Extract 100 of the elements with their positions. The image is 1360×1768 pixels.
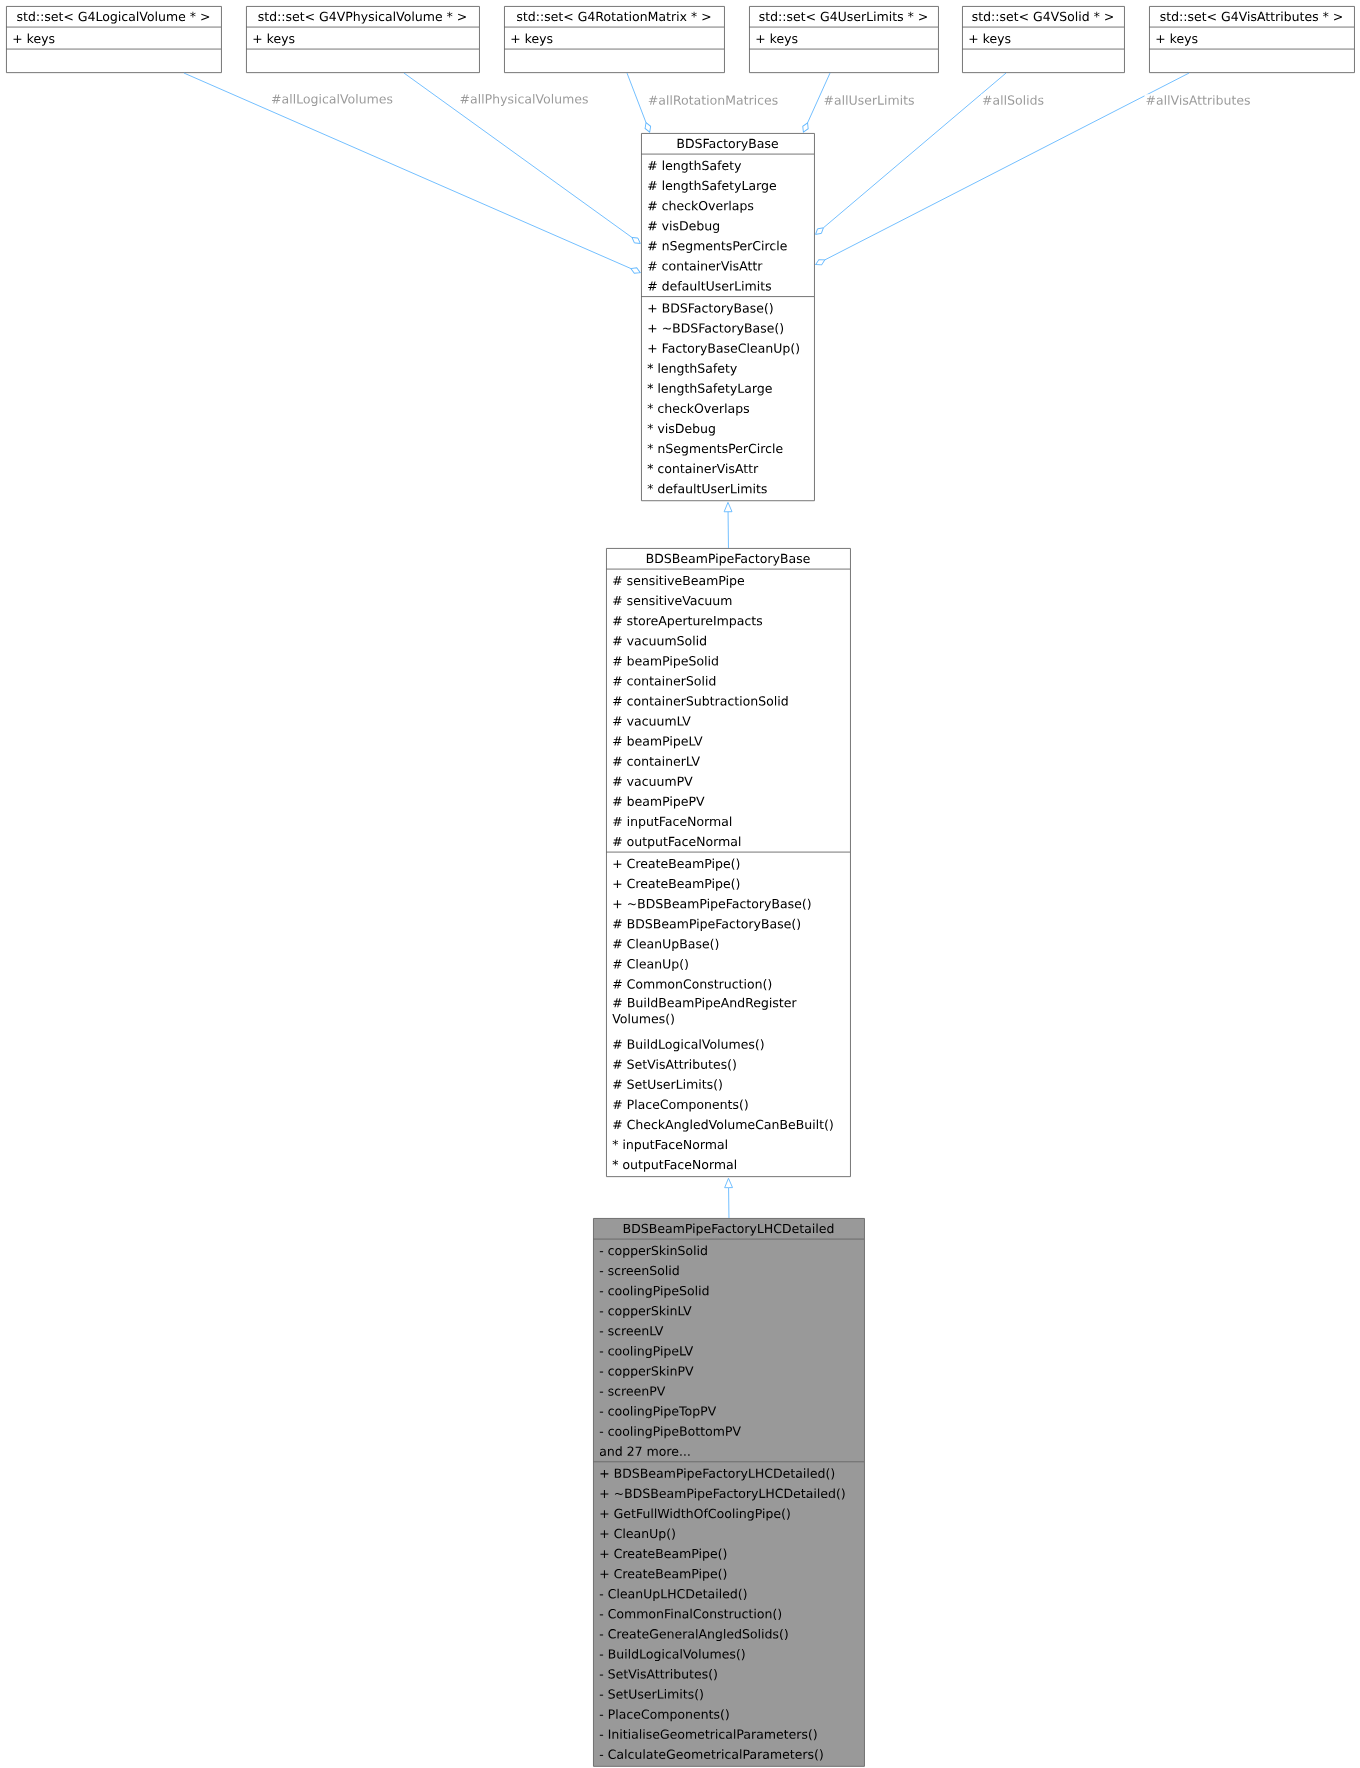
- member-text: # containerLV: [613, 756, 700, 766]
- member-text: # beamPipeSolid: [613, 655, 718, 668]
- member-text: * lengthSafetyLarge: [647, 383, 772, 396]
- edge-label: #allLogicalVolumes: [270, 92, 394, 107]
- member-text: # nSegmentsPerCircle: [648, 240, 787, 253]
- member-text: - screenLV: [599, 1326, 664, 1336]
- arrow: [723, 501, 733, 549]
- arrow: [183, 72, 641, 274]
- member-text: - coolingPipeLV: [599, 1345, 694, 1358]
- member-text: # BDSBeamPipeFactoryBase(): [613, 918, 801, 931]
- member-text: # containerSubtractionSolid: [613, 696, 788, 706]
- member-text: * visDebug: [647, 423, 715, 436]
- class-box: [592, 1218, 865, 1767]
- member-text: + CreateBeamPipe(): [600, 1548, 727, 1561]
- class-name: std::set< G4VisAttributes * >: [1160, 11, 1342, 22]
- class-name: std::set< G4RotationMatrix * >: [517, 11, 711, 22]
- member-text: # checkOverlaps: [648, 200, 754, 213]
- member-text: # BuildBeamPipeAndRegister Volumes(): [612, 997, 797, 1025]
- member-text: * inputFaceNormal: [612, 1139, 727, 1152]
- member-text: + BDSBeamPipeFactoryLHCDetailed(): [600, 1468, 835, 1481]
- member-text: + GetFullWidthOfCoolingPipe(): [600, 1508, 790, 1521]
- member-text: - screenSolid: [599, 1265, 679, 1276]
- edge-label: #allVisAttributes: [1144, 94, 1252, 106]
- member-text: + keys: [253, 33, 295, 46]
- member-text: + BDSFactoryBase(): [648, 303, 773, 316]
- member-text: # outputFaceNormal: [613, 836, 741, 849]
- member-text: # CleanUp(): [613, 958, 688, 971]
- member-text: + CleanUp(): [600, 1528, 675, 1541]
- member-text: - BuildLogicalVolumes(): [599, 1649, 745, 1662]
- member-text: - screenPV: [599, 1386, 666, 1396]
- arrow: [403, 72, 641, 244]
- member-text: # visDebug: [648, 220, 719, 233]
- class-name: std::set< G4LogicalVolume * >: [17, 11, 210, 24]
- member-text: # CheckAngledVolumeCanBeBuilt(): [613, 1119, 833, 1132]
- arrow: [626, 72, 652, 133]
- member-text: # defaultUserLimits: [648, 280, 771, 291]
- arrow: [724, 1177, 733, 1219]
- member-text: - CalculateGeometricalParameters(): [599, 1749, 823, 1761]
- member-text: * containerVisAttr: [647, 463, 759, 474]
- member-text: - coolingPipeTopPV: [599, 1406, 717, 1419]
- member-text: + ~BDSBeamPipeFactoryLHCDetailed(): [600, 1488, 845, 1501]
- member-text: # vacuumSolid: [613, 635, 706, 646]
- member-text: - PlaceComponents(): [599, 1709, 729, 1722]
- member-text: - coolingPipeSolid: [599, 1285, 709, 1298]
- member-text: + ~BDSBeamPipeFactoryBase(): [613, 898, 811, 911]
- member-text: - SetVisAttributes(): [599, 1669, 717, 1681]
- member-text: + CreateBeamPipe(): [600, 1568, 727, 1581]
- class-box: [605, 547, 851, 1178]
- class-box: [640, 133, 815, 502]
- member-text: + keys: [1156, 33, 1198, 46]
- member-text: # beamPipePV: [613, 796, 705, 809]
- class-name: std::set< G4VPhysicalVolume * >: [258, 11, 466, 24]
- member-text: # sensitiveBeamPipe: [613, 575, 745, 588]
- class-box: [503, 5, 725, 74]
- member-text: * checkOverlaps: [647, 403, 750, 416]
- member-text: + FactoryBaseCleanUp(): [648, 343, 799, 356]
- class-box: [245, 5, 480, 74]
- member-text: # SetUserLimits(): [613, 1079, 722, 1091]
- member-text: + CreateBeamPipe(): [613, 858, 740, 871]
- member-text: # lengthSafetyLarge: [648, 180, 776, 193]
- member-text: - copperSkinLV: [599, 1305, 692, 1318]
- member-text: * nSegmentsPerCircle: [647, 443, 783, 456]
- member-text: + keys: [969, 33, 1011, 46]
- member-text: # CommonConstruction(): [613, 979, 772, 991]
- member-text: + CreateBeamPipe(): [613, 878, 740, 891]
- edge-label: #allPhysicalVolumes: [458, 92, 590, 107]
- member-text: # beamPipeLV: [613, 736, 703, 749]
- member-text: # BuildLogicalVolumes(): [613, 1039, 764, 1052]
- member-text: - SetUserLimits(): [599, 1689, 703, 1701]
- member-text: # sensitiveVacuum: [613, 595, 732, 606]
- member-text: # inputFaceNormal: [613, 816, 732, 829]
- member-text: # CleanUpBase(): [613, 938, 719, 951]
- member-text: - CommonFinalConstruction(): [599, 1608, 782, 1620]
- member-text: # vacuumPV: [613, 776, 693, 786]
- member-text: - CreateGeneralAngledSolids(): [599, 1628, 788, 1641]
- member-text: + keys: [756, 33, 798, 46]
- member-text: # containerVisAttr: [648, 260, 763, 271]
- arrow: [802, 72, 831, 133]
- class-box: [1148, 5, 1355, 74]
- member-text: * outputFaceNormal: [612, 1159, 736, 1172]
- class-name: std::set< G4UserLimits * >: [759, 11, 927, 22]
- member-text: * lengthSafety: [647, 363, 737, 376]
- member-text: + ~BDSFactoryBase(): [648, 323, 784, 336]
- member-text: - copperSkinSolid: [599, 1245, 707, 1258]
- member-text: + keys: [13, 33, 55, 46]
- class-name: BDSBeamPipeFactoryLHCDetailed: [623, 1223, 834, 1236]
- member-text: # SetVisAttributes(): [613, 1059, 736, 1071]
- member-text: - InitialiseGeometricalParameters(): [599, 1729, 817, 1741]
- member-text: * defaultUserLimits: [647, 483, 767, 494]
- arrow: [815, 72, 1190, 266]
- edge-label: #allSolids: [981, 94, 1046, 106]
- edge-label: #allUserLimits: [822, 94, 916, 106]
- member-text: # storeApertureImpacts: [613, 616, 763, 628]
- member-text: # vacuumLV: [613, 716, 691, 726]
- member-text: # containerSolid: [613, 675, 716, 686]
- class-box: [748, 5, 939, 74]
- member-text: # PlaceComponents(): [613, 1099, 748, 1112]
- member-text: # lengthSafety: [648, 160, 742, 173]
- class-box: [961, 5, 1125, 74]
- member-text: and 27 more...: [599, 1446, 690, 1456]
